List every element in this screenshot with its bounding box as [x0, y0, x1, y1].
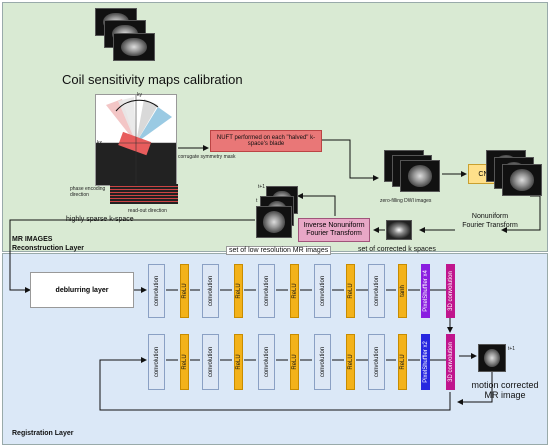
- pixelshuffler-x4-block: PixelShuffler x4: [421, 264, 430, 318]
- convolution-block: convolution: [148, 264, 165, 318]
- relu-block: ReLU: [398, 334, 407, 390]
- convolution-block: convolution: [148, 334, 165, 390]
- convolution-block: convolution: [314, 334, 331, 390]
- readout-direction-label: read-out direction: [128, 208, 167, 214]
- relu-block: ReLU: [180, 334, 189, 390]
- convolution-block: convolution: [314, 264, 331, 318]
- conv3d-block: 3D convolution: [446, 334, 455, 390]
- corrected-kspace-image: [386, 220, 412, 240]
- relu-block: ReLU: [346, 264, 355, 318]
- conv3d-block: 3D convolution: [446, 264, 455, 318]
- kspace-blade-diagram: [95, 94, 177, 186]
- t1-label: t+1: [258, 184, 266, 190]
- cnn-output-image: [502, 164, 542, 196]
- convolution-block: convolution: [368, 264, 385, 318]
- mr-images-title: MR IMAGES: [12, 236, 53, 243]
- convolution-block: convolution: [368, 334, 385, 390]
- deblurring-layer-box: deblurring layer: [30, 272, 134, 308]
- cnn-label: CNN: [478, 171, 493, 178]
- axis-ky-label: ky: [137, 92, 142, 98]
- nufft-label: Nonuniform Fourier Transform: [462, 213, 518, 229]
- convolution-block: convolution: [258, 334, 275, 390]
- lowres-image: [256, 206, 292, 238]
- relu-block: ReLU: [290, 334, 299, 390]
- relu-block: ReLU: [234, 334, 243, 390]
- dwi-image: [400, 160, 440, 192]
- deblur-label: deblurring layer: [55, 286, 109, 294]
- relu-block: ReLU: [234, 264, 243, 318]
- inufft-label: Inverse Nonuniform Fourier Transform: [303, 222, 365, 237]
- sparse-kspace-label: highly sparse k-space: [66, 216, 134, 223]
- convolution-block: convolution: [258, 264, 275, 318]
- sparse-kspace-lines: [110, 184, 178, 204]
- inufft-box: Inverse Nonuniform Fourier Transform: [298, 218, 370, 242]
- reconstruction-layer-title: Reconstruction Layer: [12, 245, 84, 252]
- output-t1-label: t+1: [508, 346, 516, 352]
- tanh-block: tanh: [398, 264, 407, 318]
- nuft-label: NUFT performed on each "halved" k-space'…: [216, 135, 316, 147]
- motion-corrected-label: motion corrected MR image: [471, 380, 539, 400]
- relu-block: ReLU: [346, 334, 355, 390]
- relu-block: ReLU: [180, 264, 189, 318]
- t-label: t: [256, 198, 258, 204]
- pixelshuffler-x2-block: PixelShuffler x2: [421, 334, 430, 390]
- phase-encoding-label: phase encoding direction: [70, 186, 106, 198]
- corrugate-mask-label: corrugate symmetry mask: [178, 154, 236, 160]
- motion-corrected-image: [478, 344, 506, 372]
- axis-kx-label: kx: [97, 140, 102, 146]
- zero-fill-label: zero-filling DWI images: [380, 198, 432, 204]
- lowres-label: set of low resolution MR images: [226, 246, 332, 255]
- nuft-box: NUFT performed on each "halved" k-space'…: [210, 130, 322, 152]
- convolution-block: convolution: [202, 334, 219, 390]
- convolution-block: convolution: [202, 264, 219, 318]
- coil-map-image: [113, 33, 155, 61]
- relu-block: ReLU: [290, 264, 299, 318]
- coil-title: Coil sensitivity maps calibration: [62, 72, 243, 87]
- registration-layer-title: Registration Layer: [12, 430, 74, 437]
- corrected-kspaces-label: set of corrected k spaces: [358, 246, 436, 253]
